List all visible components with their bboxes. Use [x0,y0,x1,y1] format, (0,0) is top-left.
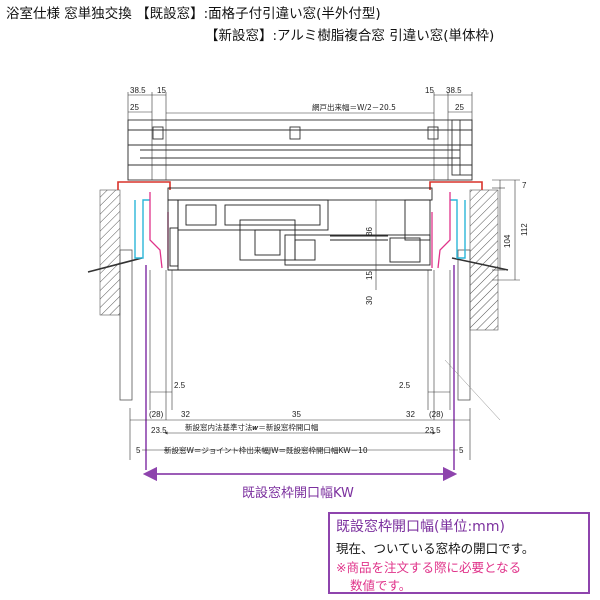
dim-top-right-25: 25 [455,103,464,112]
header-line-2: 【新設窓】:アルミ樹脂複合窓 引違い窓(単体枠) [205,28,495,44]
dim-top-left-25: 25 [130,103,139,112]
dim-mid-15: 15 [365,271,374,280]
existing-upper-frame [127,119,473,181]
legend-title: 既設窓枠開口幅(単位:mm) [336,519,505,535]
header-line-1: 浴室仕様 窓単独交換 【既設窓】:面格子付引違い窓(半外付型) [6,6,381,22]
right-wall [444,189,509,421]
dim-five-left: 5 [136,446,141,455]
existing-sill-red [117,181,483,190]
dim-right-7: 7 [522,181,527,190]
dim-left-2-5: 2.5 [174,381,186,390]
dim-top-right-38-5: 38.5 [446,86,462,95]
dim-right-104: 104 [503,234,512,248]
right-vertical-dims [375,179,520,290]
existing-frame-cyan [134,199,466,259]
dim-five-right: 5 [459,446,464,455]
new-window-body [167,187,433,271]
legend-body: 現在、ついている窓枠の開口です。 [336,541,535,556]
kw-label: 既設窓枠開口幅KW [242,485,354,501]
left-wall [87,189,143,401]
dim-bottom-23-5-right: 23.5 [425,426,441,435]
dim-screen-width: 網戸出来幅＝W/2－20.5 [312,102,396,112]
dim-top-left-38-5: 38.5 [130,86,146,95]
legend-note-line-1: ※商品を注文する際に必要となる [336,560,522,575]
dim-mid-86: 86 [365,227,374,236]
inner-standard-label: 新設窓内法基準寸法𝒘＝新設窓枠開口幅 [185,422,319,432]
dim-right-2-5: 2.5 [399,381,411,390]
dim-bottom-35: 35 [292,410,301,419]
legend-note-line-2: 数値です。 [350,578,412,593]
dim-bottom-32-right: 32 [406,410,415,419]
legend-box: 既設窓枠開口幅(単位:mm) 現在、ついている窓枠の開口です。 ※商品を注文する… [328,512,590,594]
dim-bottom-28-left: (28) [149,410,164,419]
dim-right-112: 112 [520,223,529,236]
inner-guides [149,270,451,420]
dim-bottom-28-right: (28) [429,410,444,419]
dim-bottom-23-5-left: 23.5 [151,426,167,435]
kw-opening-lines [145,265,455,470]
new-window-w-label: 新設窓W＝ジョイント枠出来幅JW＝既設窓枠開口幅KW－10 [164,445,368,455]
dim-top-right-15: 15 [425,86,434,95]
lower-dimension-lines [129,391,471,460]
dim-bottom-32-left: 32 [181,410,190,419]
dim-top-left-15: 15 [157,86,166,95]
dim-mid-30: 30 [365,296,374,305]
